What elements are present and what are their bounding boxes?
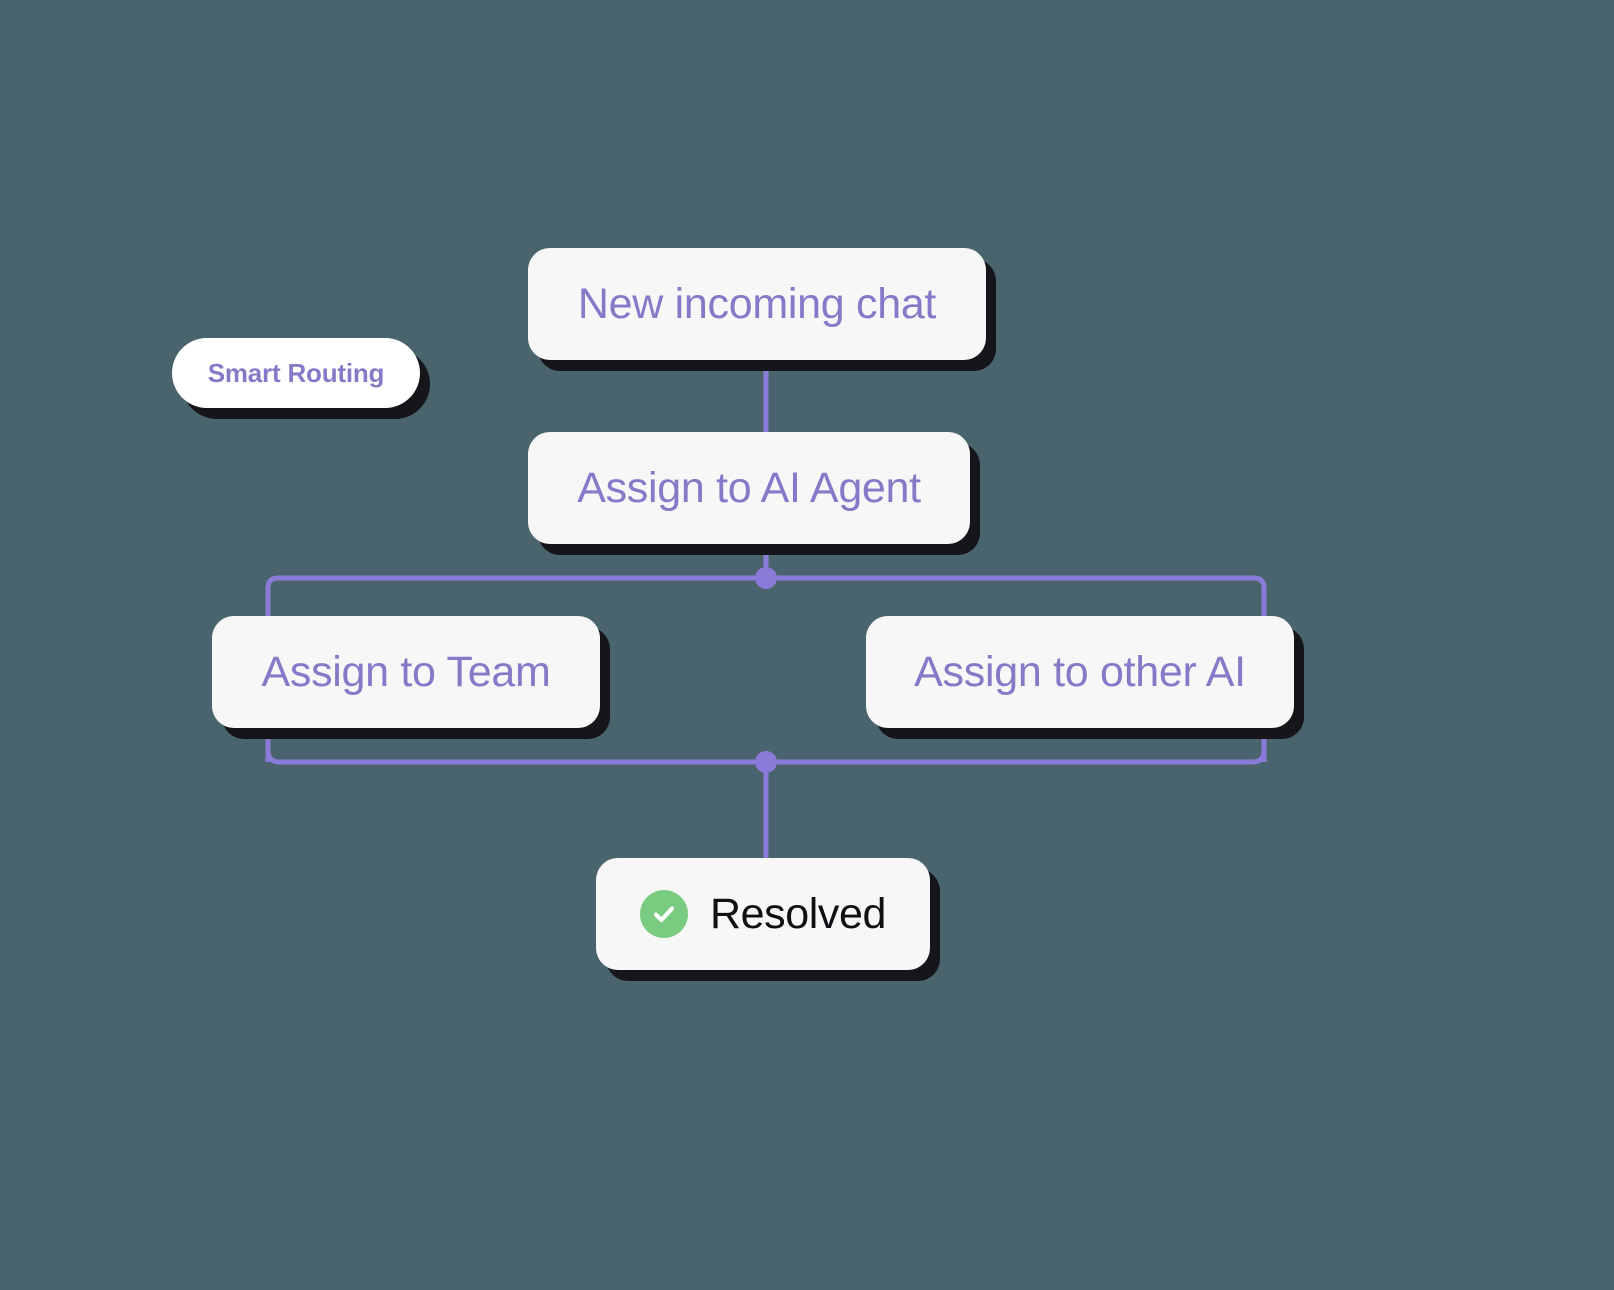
junction-node-split	[755, 567, 777, 589]
node-assign-to-team-label: Assign to Team	[261, 647, 551, 696]
node-resolved[interactable]: Resolved	[596, 858, 930, 970]
junction-node-merge	[755, 751, 777, 773]
node-assign-to-other-ai[interactable]: Assign to other AI	[866, 616, 1294, 728]
check-circle-icon	[639, 890, 688, 938]
smart-routing-badge: Smart Routing	[172, 338, 420, 408]
node-assign-to-ai-agent-label: Assign to AI Agent	[577, 463, 921, 512]
resolved-content: Resolved	[639, 889, 887, 938]
node-resolved-label: Resolved	[709, 889, 887, 938]
node-assign-to-ai-agent[interactable]: Assign to AI Agent	[528, 432, 970, 544]
node-new-incoming-chat-label: New incoming chat	[577, 279, 937, 328]
node-new-incoming-chat[interactable]: New incoming chat	[528, 248, 986, 360]
node-assign-to-team[interactable]: Assign to Team	[212, 616, 600, 728]
node-assign-to-other-ai-label: Assign to other AI	[914, 647, 1246, 696]
smart-routing-badge-label: Smart Routing	[207, 357, 385, 388]
